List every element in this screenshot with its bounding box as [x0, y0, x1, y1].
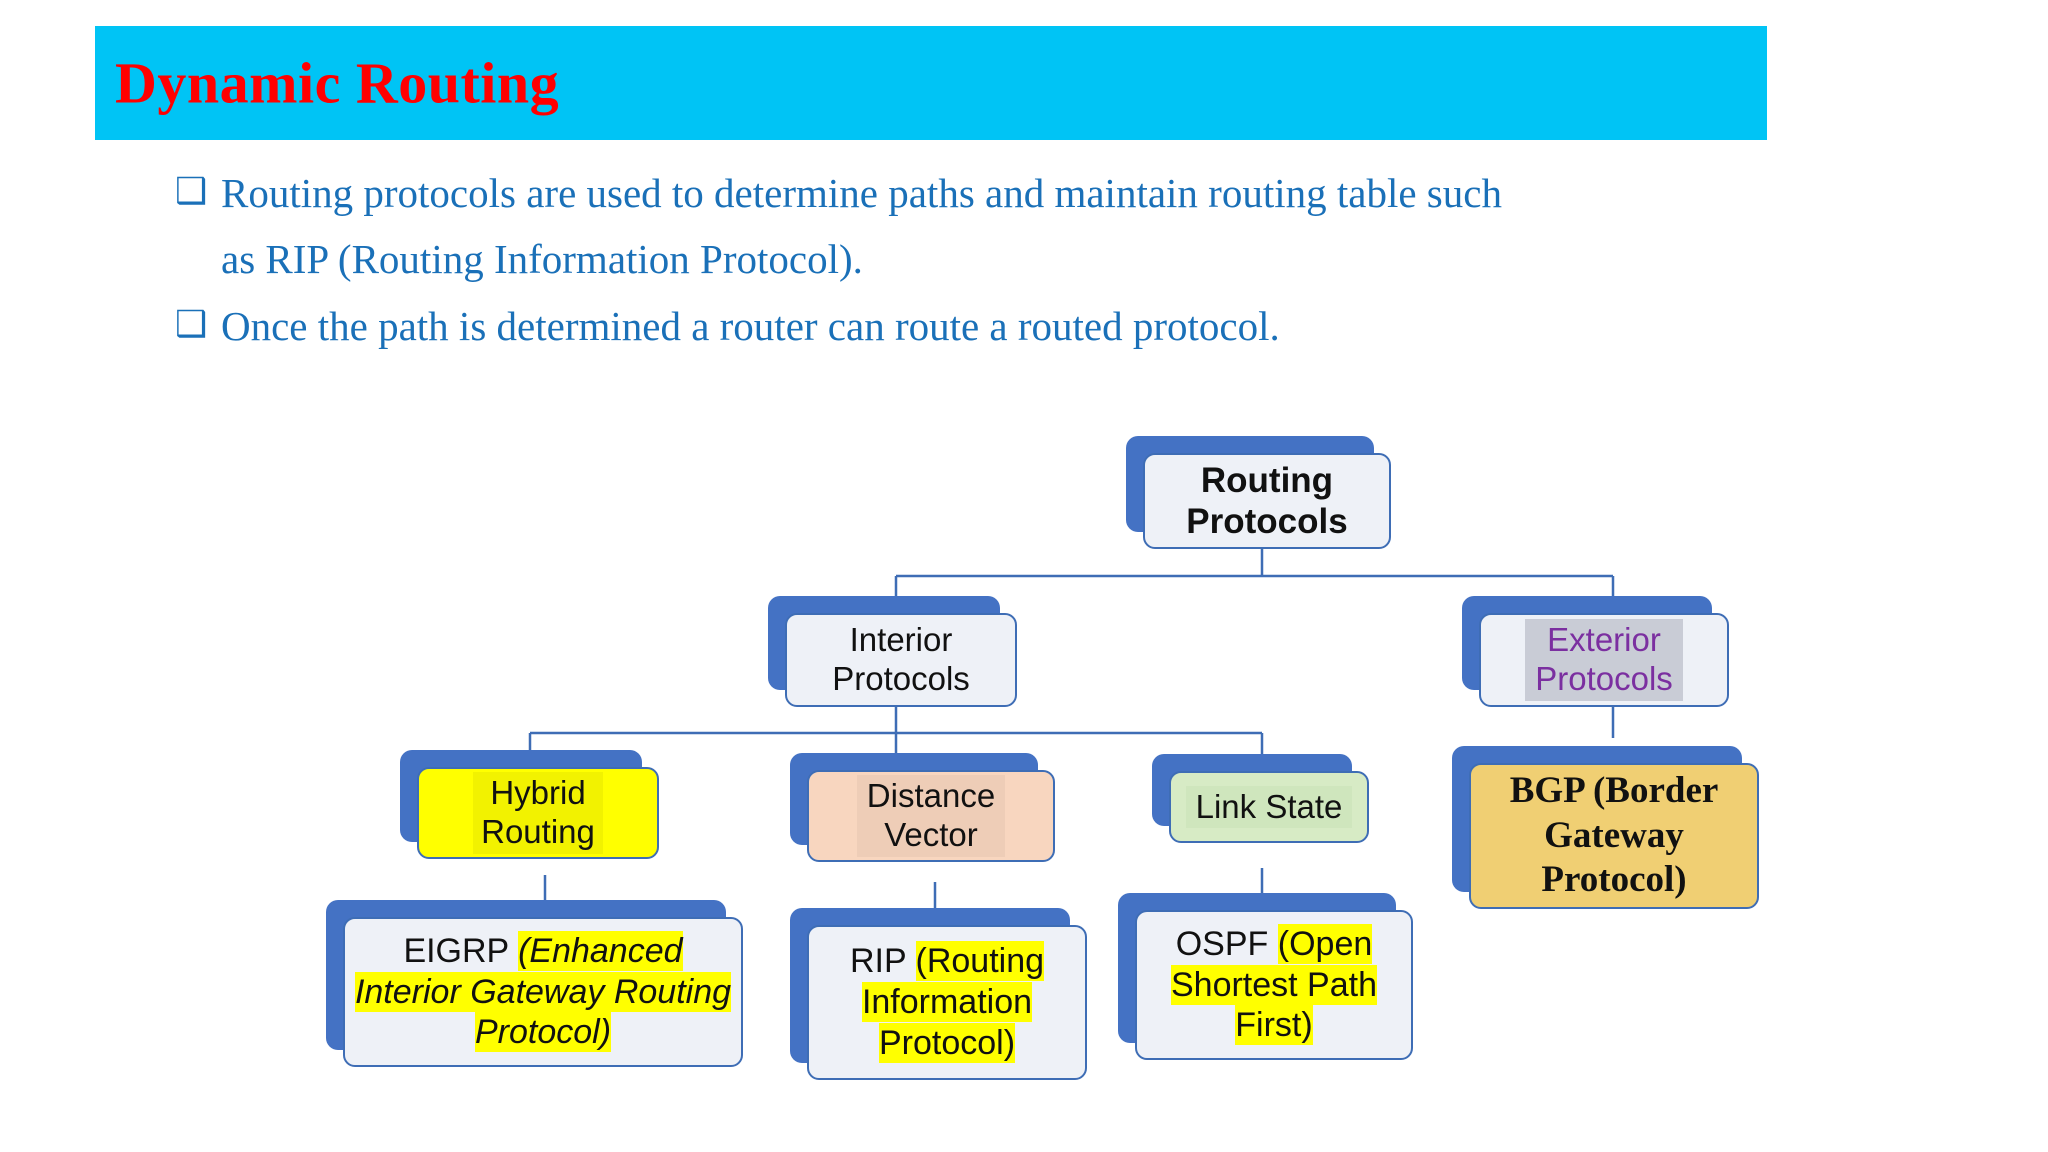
bullet-item-2-body: Once the path is determined a router can…: [221, 293, 1875, 359]
node-label-plain: EIGRP: [403, 931, 519, 970]
node-label-plain: RIP: [849, 942, 916, 981]
node-rip[interactable]: RIP (Routing Information Protocol): [790, 908, 1087, 1080]
slide-title-banner: Dynamic Routing: [95, 26, 1767, 140]
node-label: Link State: [1185, 785, 1353, 829]
node-label: RIP (Routing Information Protocol): [809, 941, 1085, 1063]
node-eigrp[interactable]: EIGRP (Enhanced Interior Gateway Routing…: [326, 900, 743, 1067]
node-ospf[interactable]: OSPF (Open Shortest Path First): [1118, 893, 1413, 1060]
bullet-item-1-line-1: Routing protocols are used to determine …: [221, 170, 1502, 216]
node-link-state[interactable]: Link State: [1152, 754, 1369, 843]
bullet-item-2: ❑ Once the path is determined a router c…: [175, 293, 1875, 359]
bullet-list: ❑ Routing protocols are used to determin…: [175, 160, 1875, 359]
bullet-item-1-line-2: as RIP (Routing Information Protocol).: [221, 236, 863, 283]
node-label-plain: OSPF: [1175, 924, 1278, 963]
bullet-item-1: ❑ Routing protocols are used to determin…: [175, 160, 1875, 293]
bullet-item-2-line-1: Once the path is determined a router can…: [221, 302, 1280, 349]
bullet-square-icon: ❑: [175, 171, 208, 211]
bullet-square-icon: ❑: [175, 303, 208, 344]
node-card: Link State: [1169, 771, 1369, 843]
node-card: RIP (Routing Information Protocol): [807, 925, 1087, 1080]
node-card: EIGRP (Enhanced Interior Gateway Routing…: [343, 917, 743, 1067]
page-title: Dynamic Routing: [115, 50, 560, 116]
node-label: OSPF (Open Shortest Path First): [1137, 923, 1411, 1046]
node-label: EIGRP (Enhanced Interior Gateway Routing…: [345, 930, 741, 1053]
node-card: OSPF (Open Shortest Path First): [1135, 910, 1413, 1060]
bullet-item-1-body: Routing protocols are used to determine …: [221, 160, 1875, 293]
